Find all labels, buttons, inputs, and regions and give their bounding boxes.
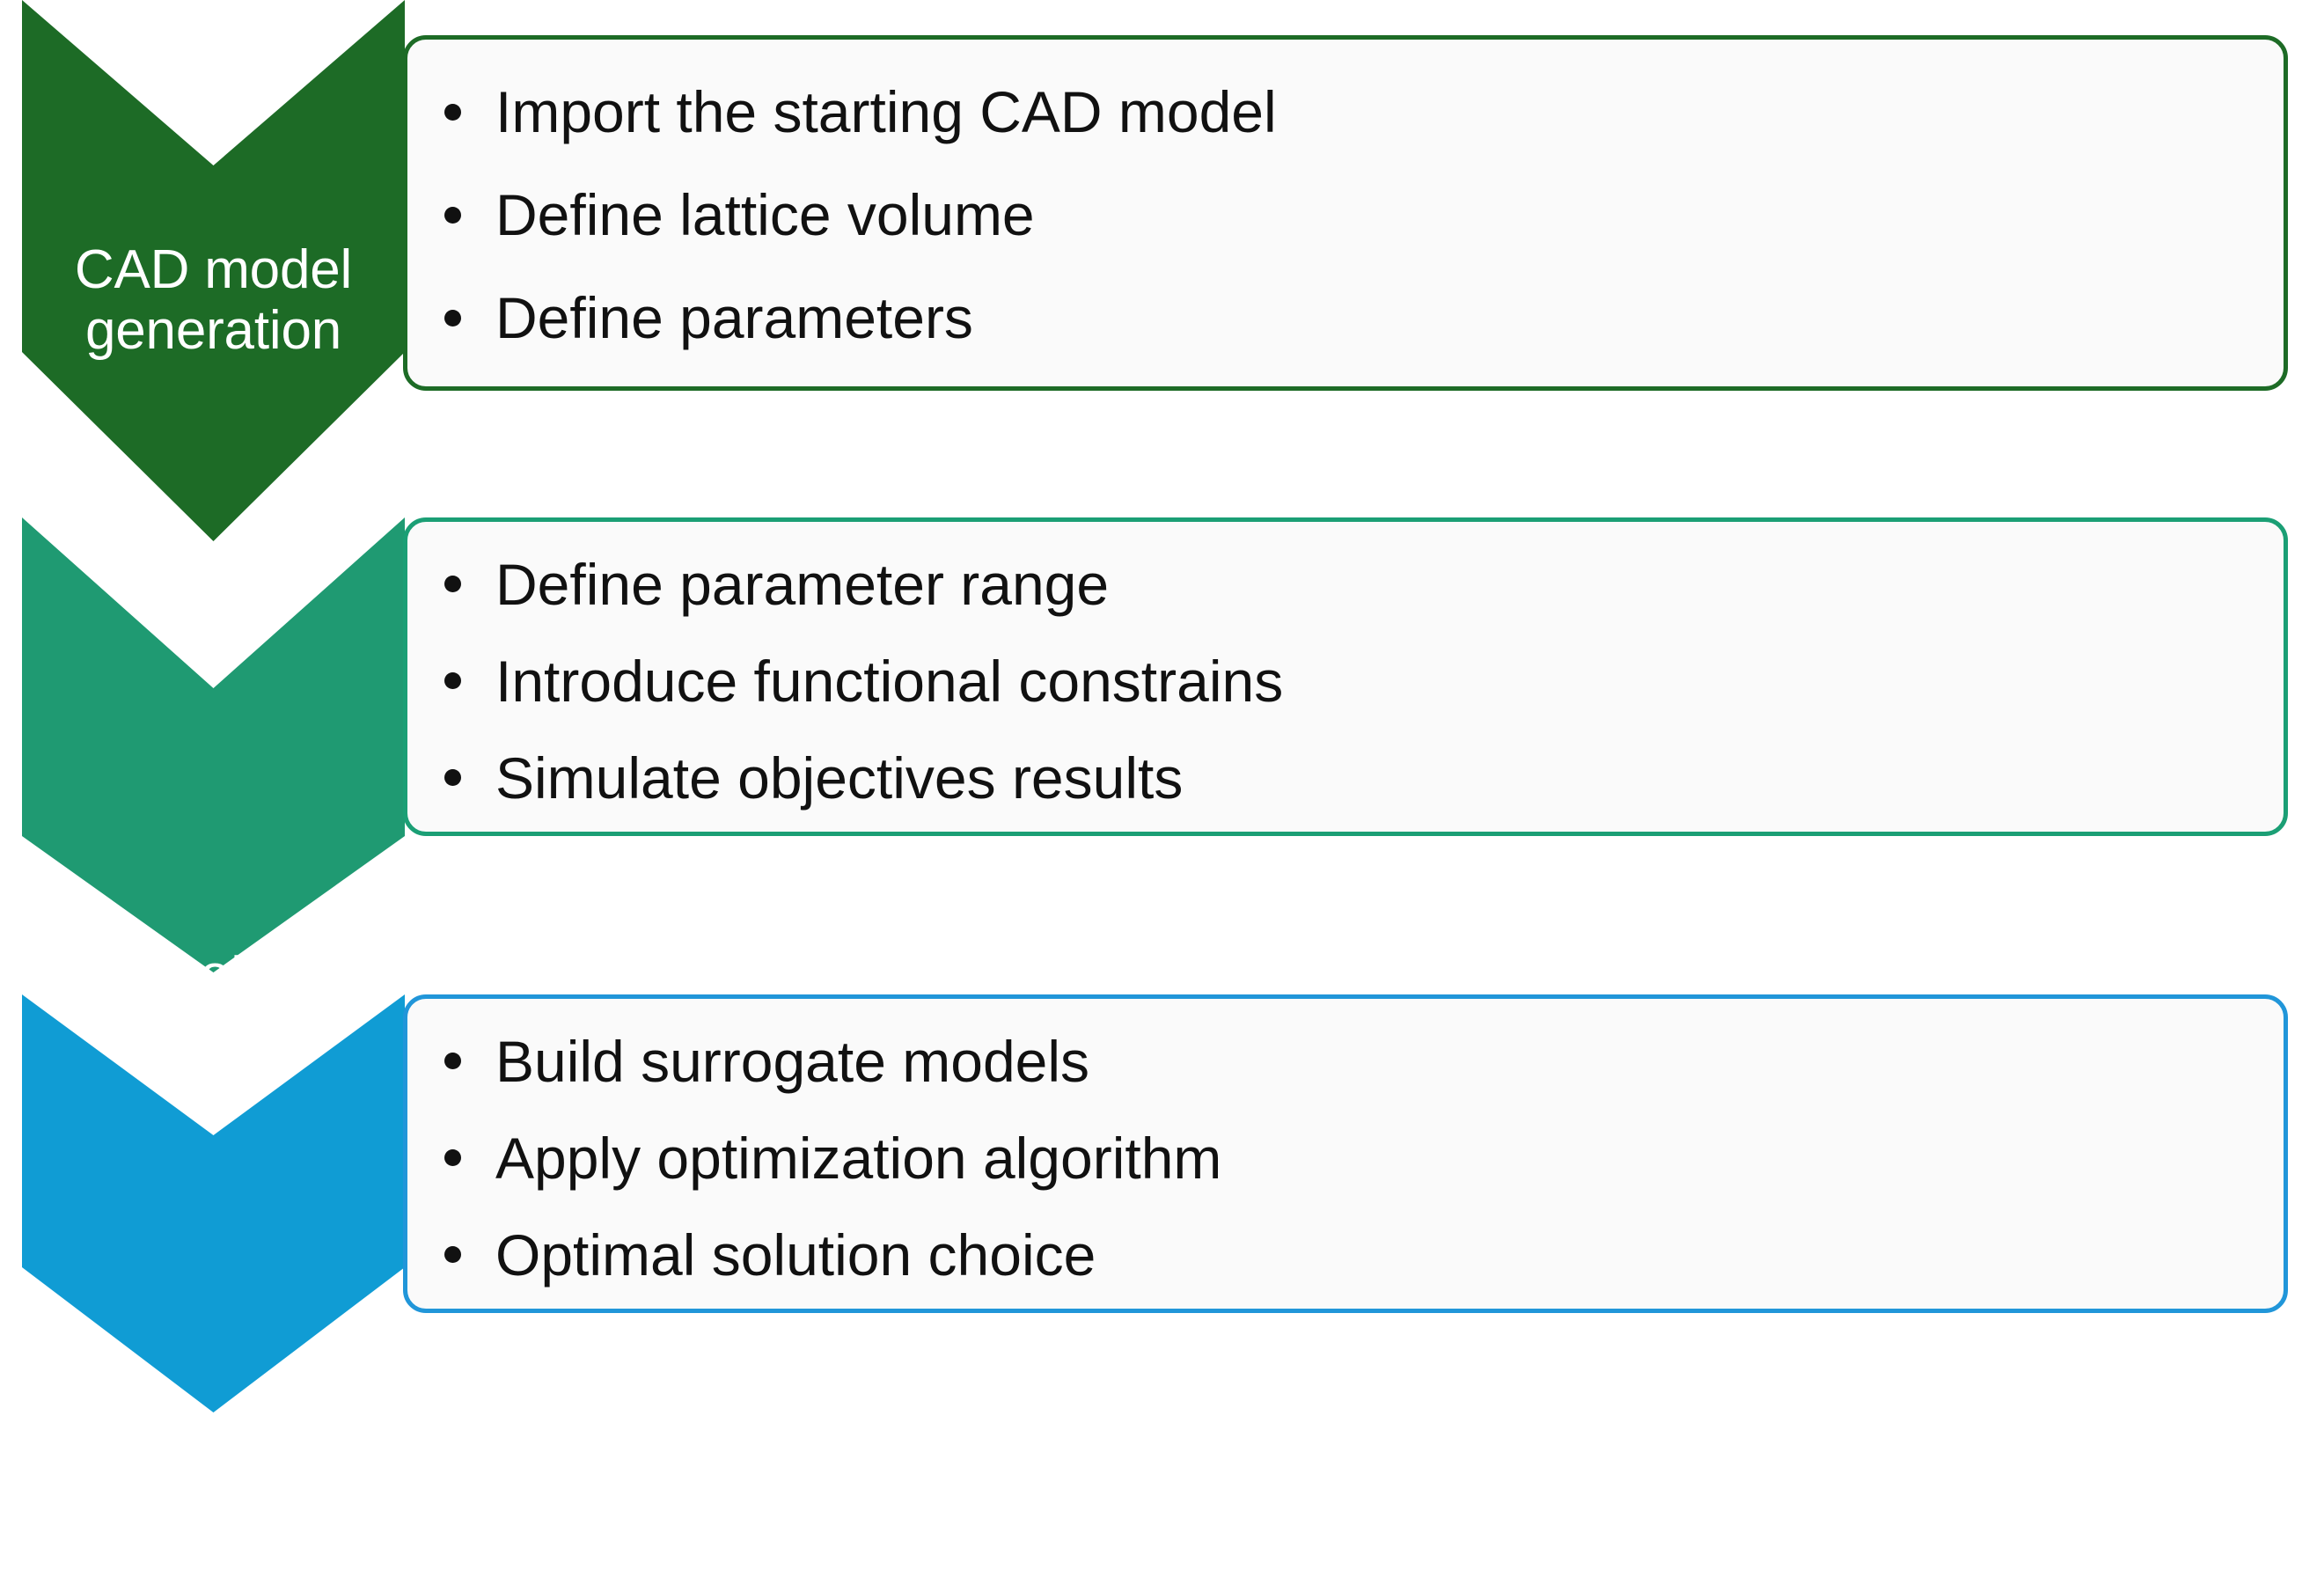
list-item-label: Import the starting CAD model bbox=[495, 79, 1277, 144]
list-item: Apply optimization algorithm bbox=[407, 1110, 2284, 1207]
chevron-shape-icon bbox=[22, 994, 405, 1412]
process-stage-optimization: Optimization Build surrogate models Appl… bbox=[0, 994, 2324, 1570]
chevron-badge-cad-model-generation[interactable]: CAD model generation bbox=[22, 0, 405, 581]
bullet-dot-icon bbox=[444, 769, 461, 786]
list-item: Define parameter range bbox=[407, 536, 2284, 633]
list-item-label: Define parameters bbox=[495, 285, 973, 350]
bullet-dot-icon bbox=[444, 1149, 461, 1166]
bullet-dot-icon bbox=[444, 1246, 461, 1263]
list-item-label: Apply optimization algorithm bbox=[495, 1126, 1222, 1191]
list-item-label: Build surrogate models bbox=[495, 1029, 1090, 1094]
list-item-label: Optimal solution choice bbox=[495, 1222, 1096, 1288]
process-stage-cad-model-generation: CAD model generation Import the starting… bbox=[0, 0, 2324, 581]
process-stage-doe: DoE Define parameter range Introduce fun… bbox=[0, 517, 2324, 1005]
chevron-badge-doe[interactable]: DoE bbox=[22, 517, 405, 1005]
bullet-dot-icon bbox=[444, 1053, 461, 1069]
chevron-badge-optimization[interactable]: Optimization bbox=[22, 994, 405, 1570]
bullet-dot-icon bbox=[444, 576, 461, 592]
list-item: Introduce functional constrains bbox=[407, 633, 2284, 730]
list-item-label: Simulate objectives results bbox=[495, 745, 1184, 811]
bullet-list-doe: Define parameter range Introduce functio… bbox=[407, 536, 2284, 826]
bullet-dot-icon bbox=[444, 672, 461, 689]
list-item: Build surrogate models bbox=[407, 1013, 2284, 1110]
chevron-shape-icon bbox=[22, 0, 405, 541]
list-item: Import the starting CAD model bbox=[407, 61, 2284, 164]
bullet-list-cad-model-generation: Import the starting CAD model Define lat… bbox=[407, 61, 2284, 370]
bullet-dot-icon bbox=[444, 309, 461, 326]
list-item: Optimal solution choice bbox=[407, 1207, 2284, 1303]
list-item: Simulate objectives results bbox=[407, 730, 2284, 826]
list-item: Define lattice volume bbox=[407, 164, 2284, 267]
bullet-list-optimization: Build surrogate models Apply optimizatio… bbox=[407, 1013, 2284, 1303]
list-item-label: Introduce functional constrains bbox=[495, 649, 1284, 714]
list-item-label: Define lattice volume bbox=[495, 182, 1035, 247]
bullet-dot-icon bbox=[444, 206, 461, 224]
list-item-label: Define parameter range bbox=[495, 552, 1110, 617]
content-panel-optimization: Build surrogate models Apply optimizatio… bbox=[403, 994, 2288, 1313]
chevron-shape-icon bbox=[22, 517, 405, 972]
list-item: Define parameters bbox=[407, 267, 2284, 370]
content-panel-doe: Define parameter range Introduce functio… bbox=[403, 517, 2288, 836]
bullet-dot-icon bbox=[444, 103, 461, 121]
content-panel-cad-model-generation: Import the starting CAD model Define lat… bbox=[403, 35, 2288, 391]
